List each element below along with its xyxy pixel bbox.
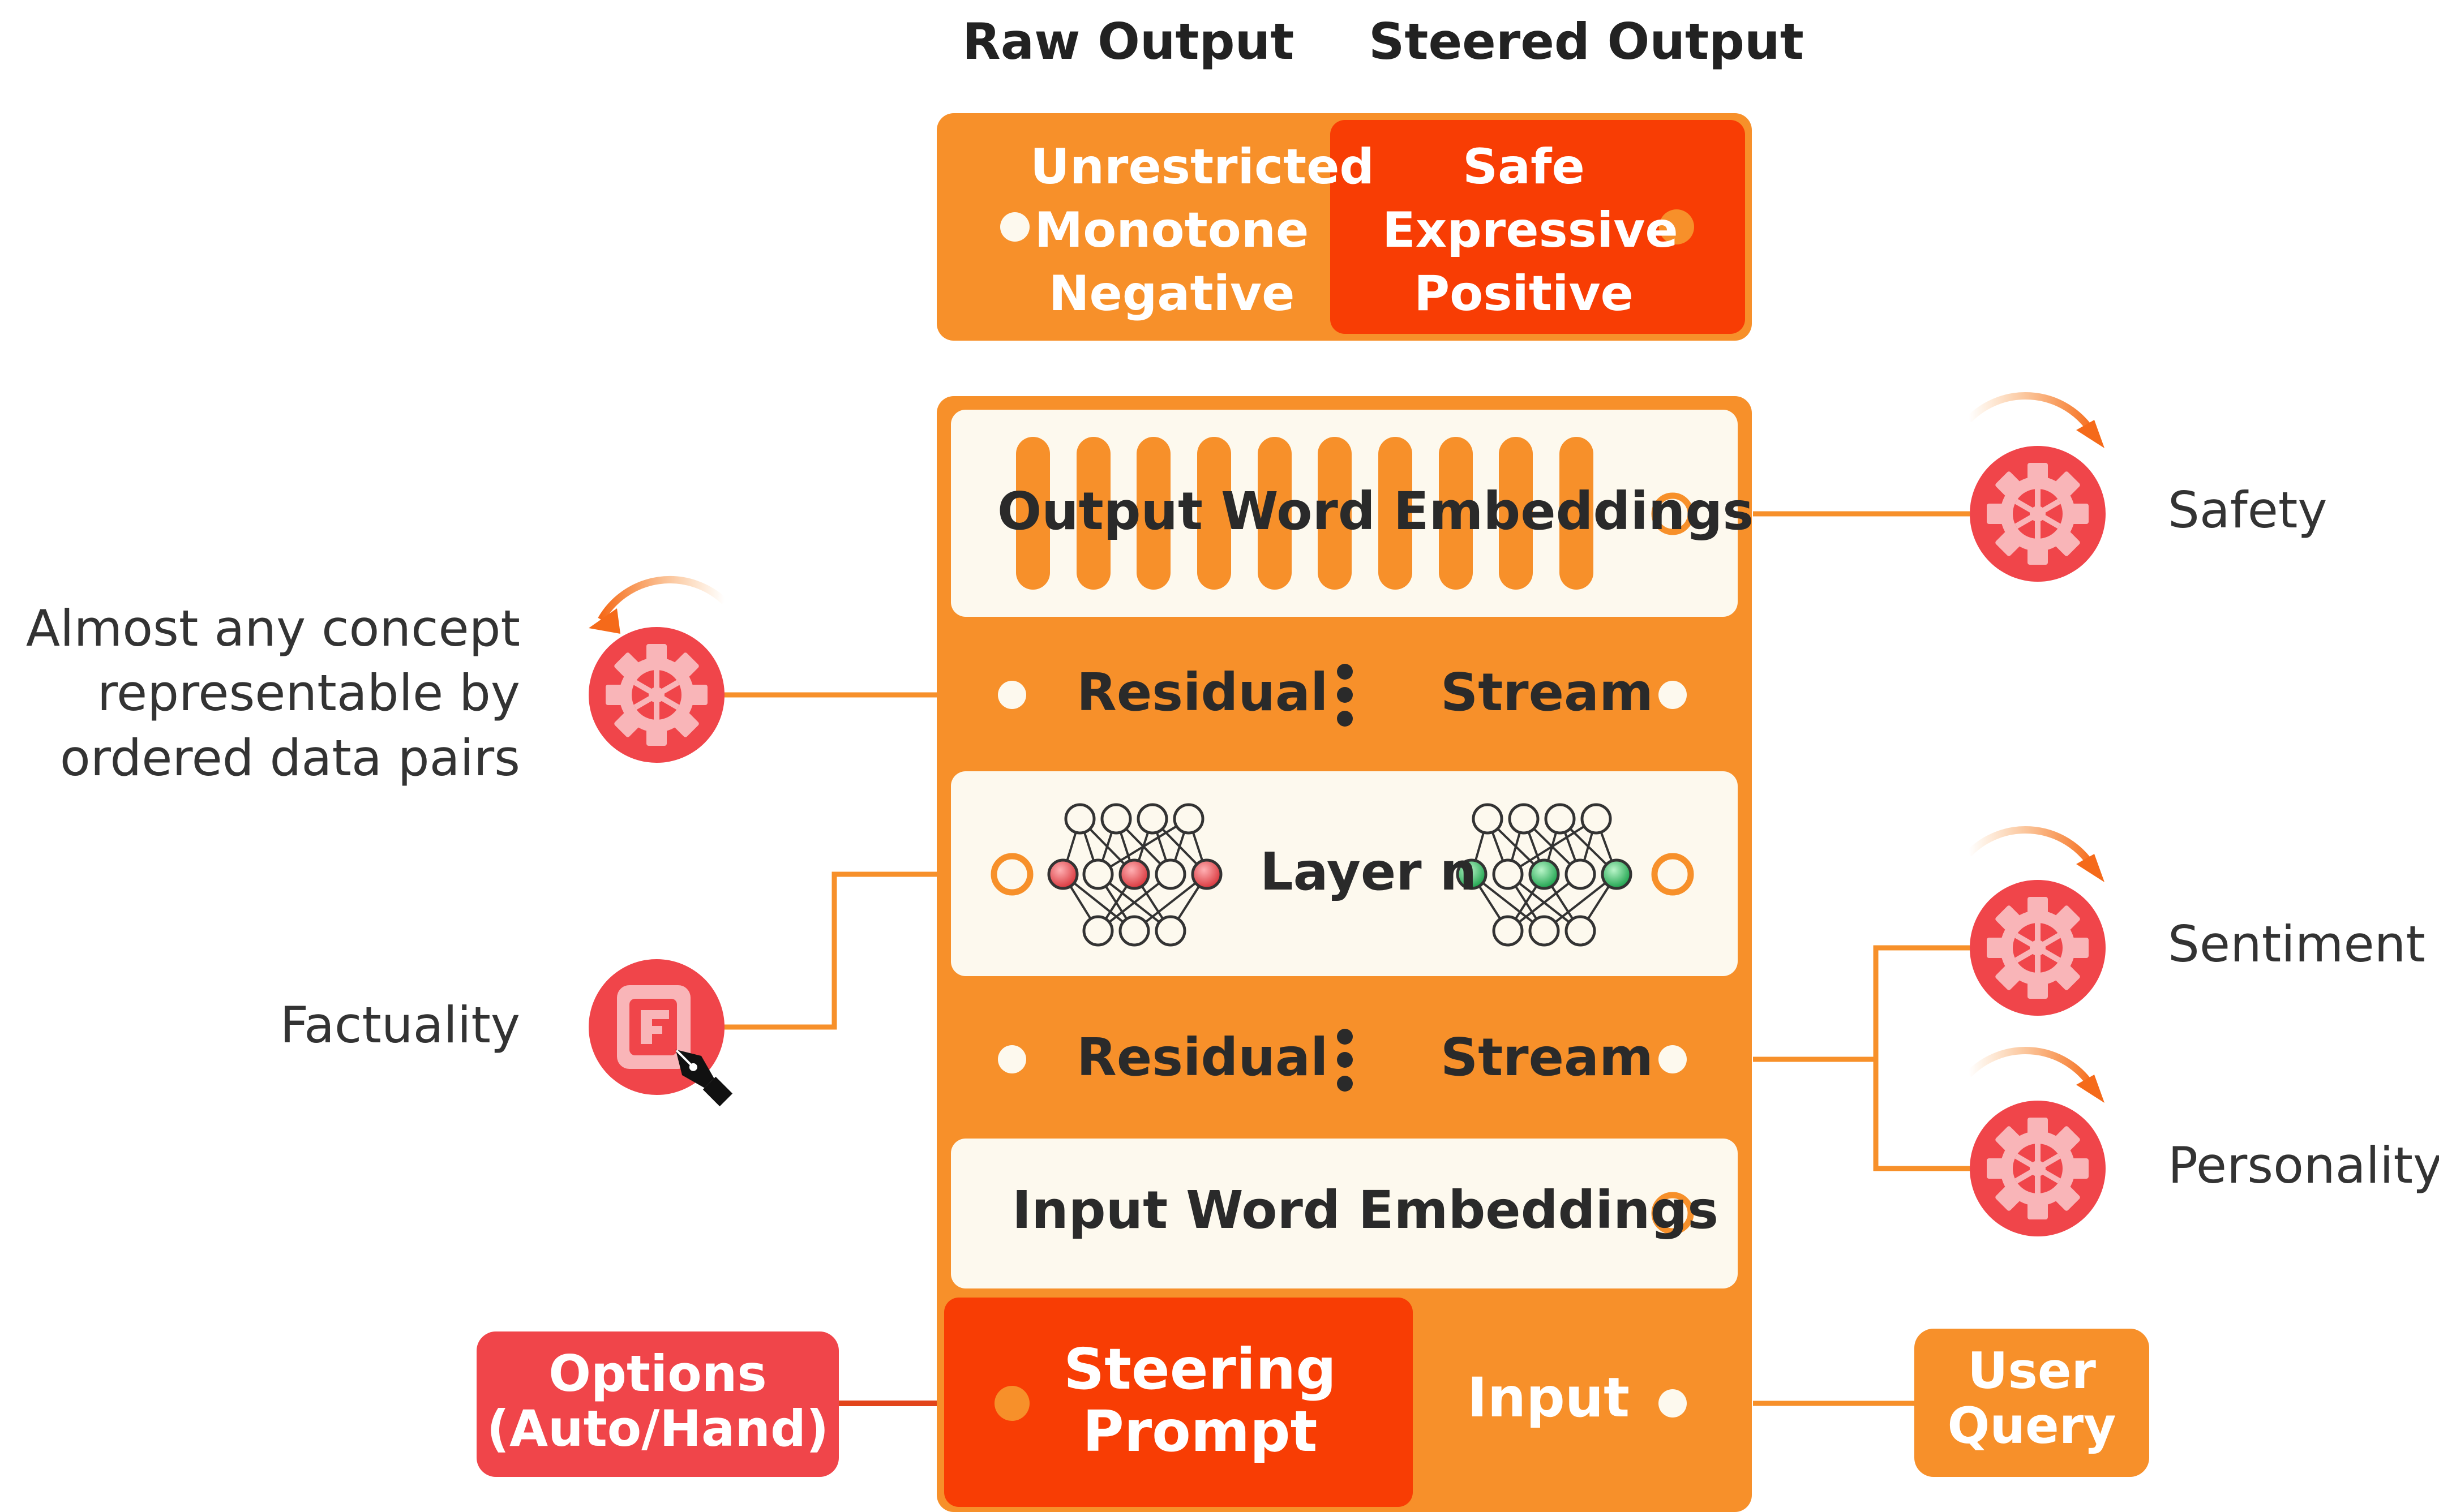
options-line: (Auto/Hand) [486, 1399, 829, 1458]
steered-line: Expressive [1382, 201, 1678, 259]
embedding-bar [1077, 437, 1111, 590]
residual-dot-right [1658, 681, 1687, 709]
steered-output-header: Steered Output [1369, 12, 1804, 71]
rotate-arrowhead [2076, 854, 2104, 882]
steering-prompt-dot [995, 1386, 1030, 1421]
rotate-arrow-icon [1966, 826, 2098, 872]
options-line: Options [548, 1345, 767, 1403]
layer-port-right [1651, 853, 1694, 896]
stream-label: Stream [1441, 1027, 1653, 1088]
personality-label: Personality [2168, 1136, 2439, 1195]
embedding-bar [1499, 437, 1533, 590]
rotate-arrowhead [2076, 1075, 2104, 1103]
residual-dot-left [998, 1045, 1026, 1073]
steered-line: Safe [1463, 139, 1585, 195]
steered-line: Positive [1414, 265, 1634, 322]
residual-dot-right [1658, 1045, 1687, 1073]
embedding-bar [1318, 437, 1352, 590]
embedding-bar [1137, 437, 1171, 590]
options-button-bg[interactable] [477, 1331, 839, 1477]
embedding-bar [1439, 437, 1473, 590]
input-embeddings-label: Input Word Embeddings [1012, 1180, 1719, 1240]
embedding-bars [1016, 437, 1593, 590]
connector-lines [723, 511, 1970, 1406]
output-embeddings-port [1651, 492, 1694, 535]
steered-output-text: Safe Expressive Positive ... [1382, 136, 1678, 371]
input-dot [1658, 1389, 1687, 1418]
layer-label: Layer n [1260, 841, 1477, 902]
raw-indicator-dot [1000, 212, 1030, 242]
residual-label: Residual [1077, 1027, 1328, 1088]
steering-prompt-line: Prompt [1082, 1398, 1318, 1464]
rotate-arrowhead [2076, 420, 2104, 448]
raw-line: Monotone [1034, 201, 1309, 259]
steering-prompt-box[interactable] [944, 1298, 1413, 1507]
input-embeddings-port [1651, 1192, 1694, 1235]
neural-network-red-icon [1047, 803, 1223, 947]
steered-output-panel [1330, 120, 1745, 334]
raw-line: ... [1143, 314, 1199, 371]
factuality-label: Factuality [280, 996, 520, 1054]
embedding-bar [1559, 437, 1593, 590]
raw-output-text: Unrestricted Monotone Negative ... [1030, 136, 1374, 371]
user-query-button[interactable]: User Query [1914, 1342, 2149, 1455]
steering-prompt-label[interactable]: Steering Prompt [1058, 1338, 1341, 1463]
gear-icon [589, 627, 725, 763]
steered-line: ... [1495, 314, 1551, 371]
rotate-arrow-icon [1966, 1047, 2098, 1093]
rotate-arrowhead [589, 608, 620, 634]
embedding-bar [1016, 437, 1050, 590]
raw-line: Unrestricted [1030, 139, 1374, 195]
steering-prompt-line: Steering [1064, 1336, 1336, 1402]
embedding-bar [1258, 437, 1292, 590]
residual-dot-left [998, 681, 1026, 709]
vertical-ellipsis-icon [1337, 664, 1353, 727]
output-embeddings-label: Output Word Embeddings [997, 481, 1754, 542]
user-query-line: User [1968, 1342, 2096, 1400]
residual-label: Residual [1077, 662, 1328, 723]
steered-indicator-dot [1659, 209, 1694, 244]
stream-label: Stream [1441, 662, 1653, 723]
concept-line: ordered data pairs [59, 728, 520, 787]
embedding-bar [1378, 437, 1412, 590]
user-query-line: Query [1947, 1396, 2116, 1455]
rotate-arrow-icon [1966, 392, 2098, 438]
raw-output-header: Raw Output [962, 12, 1294, 71]
input-label: Input [1467, 1366, 1630, 1429]
sentiment-label: Sentiment [2168, 915, 2425, 973]
options-button[interactable]: Options (Auto/Hand) [477, 1345, 839, 1458]
input-embeddings-box [951, 1139, 1738, 1288]
safety-label: Safety [2168, 481, 2327, 539]
user-query-button-bg[interactable] [1914, 1329, 2149, 1477]
rotate-arrow-icon [598, 575, 727, 622]
embedding-bar [1197, 437, 1231, 590]
gear-icon [1970, 446, 2106, 582]
concept-line: representable by [97, 664, 520, 723]
concept-line: Almost any concept [25, 599, 520, 658]
vertical-ellipsis-icon [1337, 1029, 1353, 1092]
gear-icon [1970, 1101, 2106, 1236]
layer-port-left [991, 853, 1034, 896]
raw-line: Negative [1048, 265, 1295, 322]
concept-label: Almost any concept representable by orde… [26, 596, 520, 791]
neural-network-green-icon [1456, 803, 1632, 947]
note-pen-icon [589, 959, 733, 1107]
gear-icon [1970, 880, 2106, 1016]
